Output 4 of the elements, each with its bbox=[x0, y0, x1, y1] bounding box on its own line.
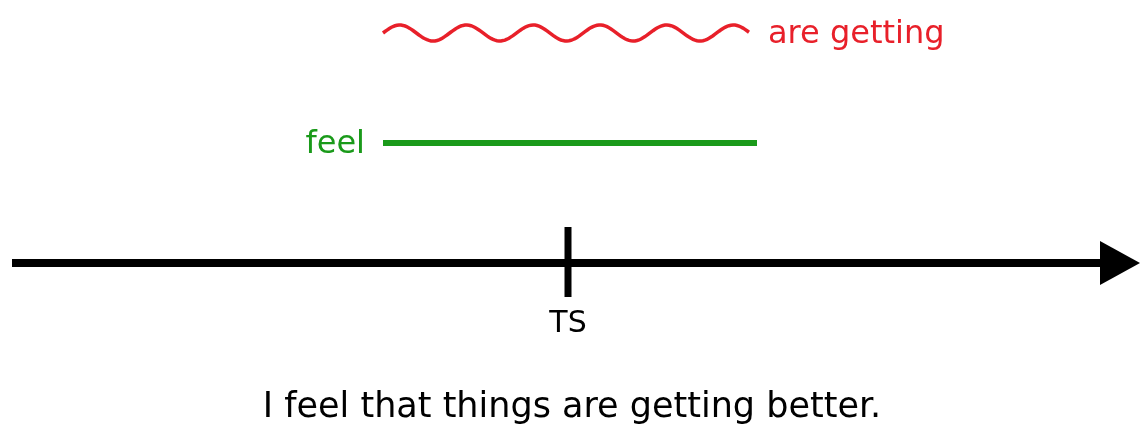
verb-label: are getting bbox=[768, 16, 945, 48]
time-label: TS bbox=[549, 307, 587, 337]
verb-label: feel bbox=[305, 126, 365, 158]
caption: I feel that things are getting better. bbox=[262, 387, 882, 423]
